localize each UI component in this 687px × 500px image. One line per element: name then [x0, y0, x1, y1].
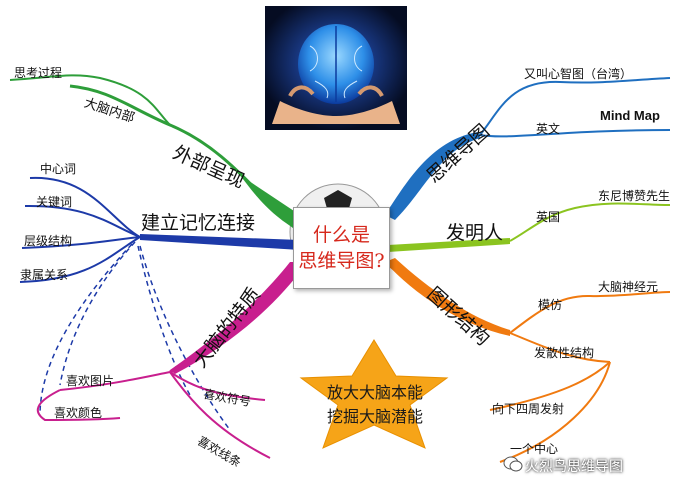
branch-outer-leaf: 思考过程	[14, 66, 63, 80]
structure-sub-2-leaf-1: 向下四周发射	[492, 402, 565, 416]
memory-leaf-3: 层级结构	[24, 234, 73, 248]
structure-sub-2-leaf-2: 一个中心	[510, 442, 559, 456]
star-line1: 放大大脑本能	[326, 383, 423, 402]
center-title-line1: 什么是	[312, 224, 370, 246]
mindmap-sub-1: 又叫心智图（台湾）	[524, 67, 633, 81]
watermark-text: 火烈鸟思维导图	[525, 459, 623, 475]
memory-leaf-2: 关键词	[36, 195, 73, 209]
mindmap-sub-2: 英文	[536, 122, 561, 136]
branch-inventor-label: 发明人	[446, 222, 504, 244]
brain-hands-photo	[265, 6, 407, 130]
center-title-line2: 思维导图?	[298, 250, 385, 272]
inventor-leaf: 东尼博赞先生	[598, 189, 671, 203]
star-shape	[299, 339, 449, 449]
structure-sub-1: 模仿	[538, 298, 563, 312]
branch-memory-label: 建立记忆连接	[141, 212, 256, 234]
star-caption: 放大大脑本能 挖掘大脑潜能	[300, 381, 450, 429]
inventor-sub: 英国	[536, 210, 561, 224]
traits-leaf-2: 喜欢颜色	[54, 406, 103, 420]
structure-sub-1-leaf: 大脑神经元	[598, 280, 659, 294]
star-line2: 挖掘大脑潜能	[326, 407, 423, 426]
memory-leaf-4: 隶属关系	[20, 268, 69, 282]
structure-sub-2: 发散性结构	[534, 346, 595, 360]
center-topic: 什么是 思维导图?	[293, 207, 390, 289]
memory-leaf-1: 中心词	[40, 162, 77, 176]
traits-leaf-1: 喜欢图片	[66, 374, 115, 388]
wechat-icon	[503, 456, 523, 472]
mindmap-sub-2-value: Mind Map	[600, 108, 660, 123]
